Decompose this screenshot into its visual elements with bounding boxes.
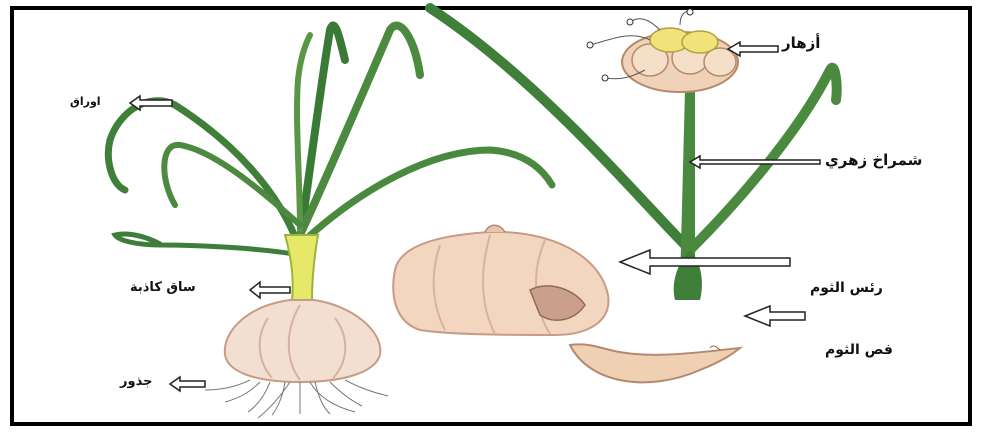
arrow-false-stem [250, 282, 290, 298]
label-flower-stalk: شمراخ زهري [825, 151, 922, 169]
arrow-garlic-head [620, 250, 790, 274]
label-garlic-clove: فص الثوم [825, 342, 893, 358]
garlic-clove [570, 344, 740, 382]
label-flowers: أزهار [782, 34, 820, 52]
bulb [225, 300, 381, 382]
roots [205, 380, 388, 418]
leaf [115, 234, 300, 255]
leaf [305, 150, 552, 240]
arrow-flowers [728, 42, 778, 56]
garlic-plant-left [108, 25, 552, 418]
label-garlic-head: رئس الثوم [810, 280, 883, 296]
leaf [108, 101, 300, 250]
label-leaves: اوراق [70, 95, 101, 108]
label-roots: جذور [120, 374, 152, 389]
arrow-garlic-clove [745, 306, 805, 326]
leaf [690, 68, 837, 250]
leaf [300, 25, 345, 240]
label-false-stem: ساق كاذبة [130, 280, 196, 295]
arrow-flower-stalk [690, 156, 820, 168]
flower-head [587, 9, 738, 92]
garlic-head [393, 225, 608, 335]
arrow-roots [170, 377, 205, 391]
